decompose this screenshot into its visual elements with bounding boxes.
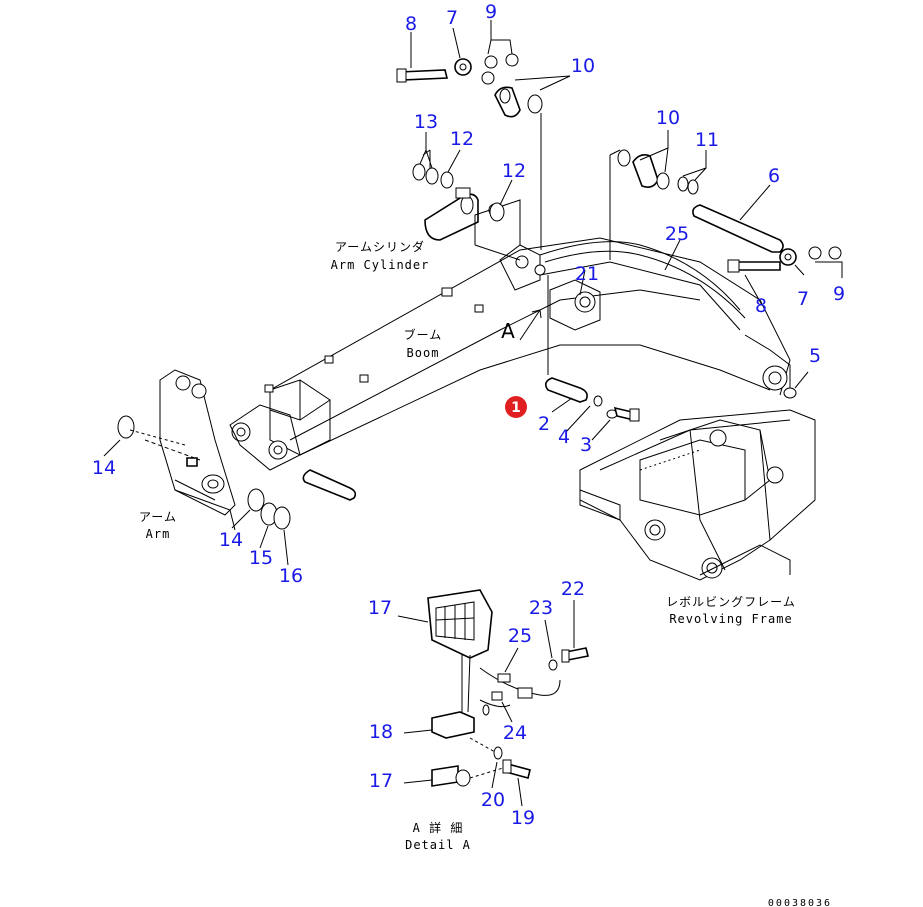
callout-25-detail: 25 [508,625,532,647]
document-number: 00038036 [768,898,832,907]
foot-pin-parts [609,130,843,399]
callout-10-top: 10 [571,55,595,77]
top-pin-parts [396,20,571,250]
callout-labels: 8 7 9 10 13 12 12 10 11 6 25 21 5 8 7 9 … [92,1,845,829]
callout-18: 18 [369,721,393,743]
callout-8-top: 8 [405,13,417,35]
callout-9-right: 9 [833,283,845,305]
callout-24: 24 [503,722,527,744]
callout-21: 21 [575,263,599,285]
arm-cylinder-label-jp: アームシリンダ [335,239,425,254]
callout-5: 5 [809,345,821,367]
callout-25-top: 25 [665,223,689,245]
callout-22: 22 [561,578,585,600]
callout-10-right: 10 [656,107,680,129]
arm-label-en: Arm [146,527,171,541]
callout-4: 4 [558,426,570,448]
callout-14-right: 14 [219,529,243,551]
callout-8-right: 8 [755,295,767,317]
callout-2: 2 [538,413,550,435]
revolving-frame-drawing [579,409,816,581]
callout-12-b: 12 [502,160,526,182]
callout-17-top: 17 [368,597,392,619]
detail-label-en: Detail A [405,838,471,852]
highlight-label: 1 [511,400,521,416]
callout-11: 11 [695,129,719,151]
callout-12-a: 12 [450,128,474,150]
boom-drawing [229,237,791,501]
center-pin-parts [544,269,640,441]
callout-9-top: 9 [485,1,497,23]
callout-3: 3 [580,434,592,456]
boom-label-en: Boom [407,346,440,360]
callout-23: 23 [529,597,553,619]
component-labels: アームシリンダ Arm Cylinder ブーム Boom アーム Arm レボ… [139,239,832,907]
callout-20: 20 [481,789,505,811]
callout-19: 19 [511,807,535,829]
view-mark-a: A [501,319,515,343]
revolving-frame-label-en: Revolving Frame [669,612,792,626]
callout-14-left: 14 [92,457,116,479]
left-shim-parts [103,415,291,566]
boom-label-jp: ブーム [404,327,443,342]
callout-6: 6 [768,165,780,187]
arm-drawing [144,369,236,531]
callout-17-bottom: 17 [369,770,393,792]
highlight-marker: 1 [505,396,527,418]
arm-label-jp: アーム [139,510,177,524]
callout-13: 13 [414,111,438,133]
detail-a-drawing [397,589,589,807]
revolving-frame-label-jp: レボルビングフレーム [666,595,796,609]
callout-16: 16 [279,565,303,587]
callout-15: 15 [249,547,273,569]
arm-cylinder-label-en: Arm Cylinder [331,258,430,272]
detail-label-jp: A 詳 細 [413,820,464,835]
callout-7-top: 7 [446,7,458,29]
callout-7-right: 7 [797,288,809,310]
